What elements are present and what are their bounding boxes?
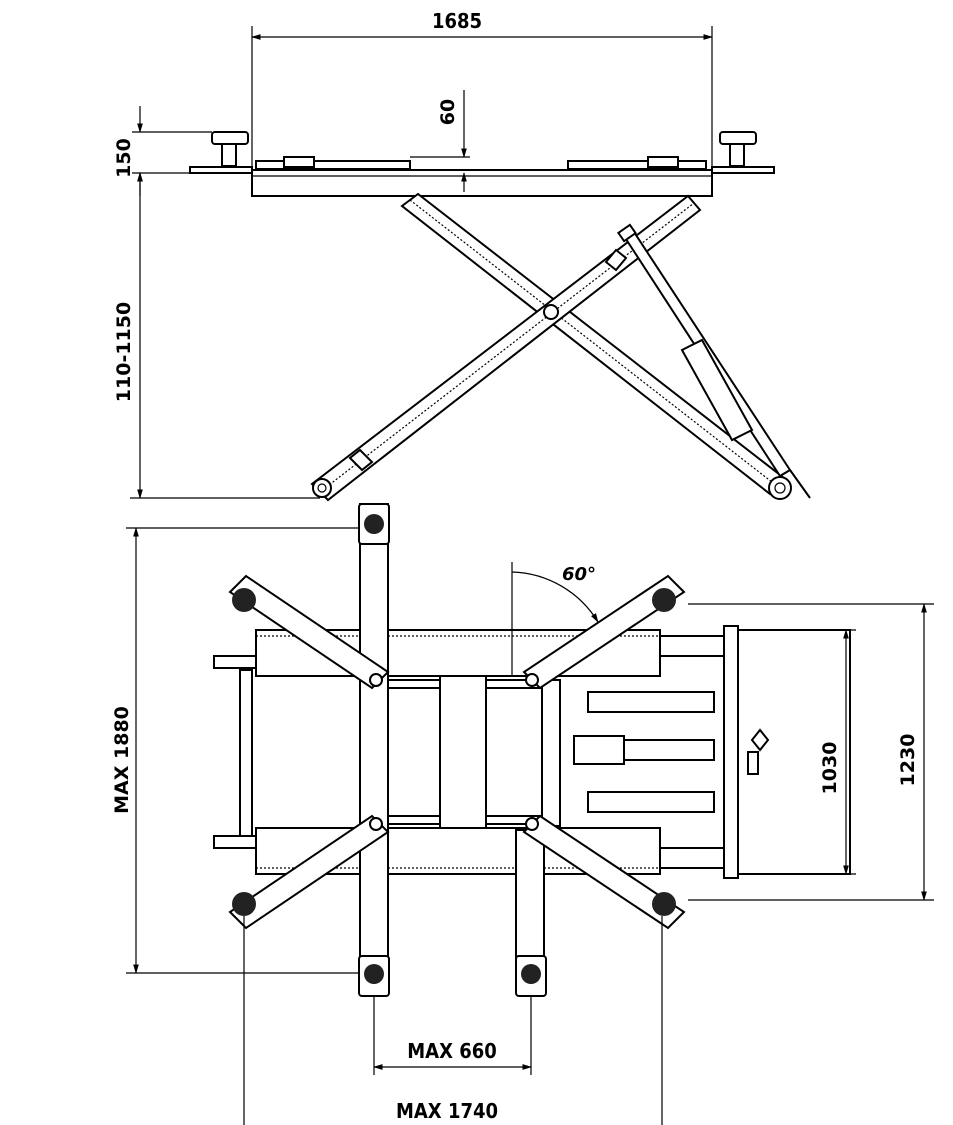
dimension-arm-span: MAX 1740 — [243, 916, 663, 1125]
dimension-angle-label: 60° — [562, 564, 596, 585]
dimension-angle: 60° — [511, 562, 599, 676]
dimension-length-label: 1685 — [432, 9, 482, 33]
swing-arms — [228, 574, 686, 930]
dimension-outer-width: 1230 — [688, 603, 934, 901]
dimension-lift-range: 110-1150 — [113, 172, 320, 499]
side-view: 1685 150 — [113, 9, 811, 502]
dimension-total-length: MAX 1880 — [111, 527, 366, 974]
dimension-arm-span-label: MAX 1740 — [396, 1099, 498, 1123]
support-pads — [358, 503, 547, 997]
dimension-pad-spacing-label: MAX 660 — [407, 1039, 497, 1063]
top-view: MAX 1880 — [111, 503, 934, 1125]
scissor-mechanism — [310, 192, 811, 502]
dimension-pad-height: 150 — [113, 106, 212, 196]
dimension-pad-spacing: MAX 660 — [373, 996, 532, 1075]
dimension-inner-width-label: 1030 — [819, 742, 841, 795]
dimension-lift-range-label: 110-1150 — [113, 302, 135, 402]
dimension-outer-width-label: 1230 — [897, 734, 919, 787]
dimension-total-length-label: MAX 1880 — [111, 706, 133, 814]
dimension-length: 1685 — [251, 9, 713, 170]
dimension-inner-width: 1030 — [738, 629, 856, 875]
dimension-platform-thickness-label: 60 — [437, 99, 459, 125]
dimension-pad-height-label: 150 — [113, 138, 135, 178]
platform — [189, 131, 775, 197]
dimension-platform-thickness: 60 — [410, 90, 470, 192]
